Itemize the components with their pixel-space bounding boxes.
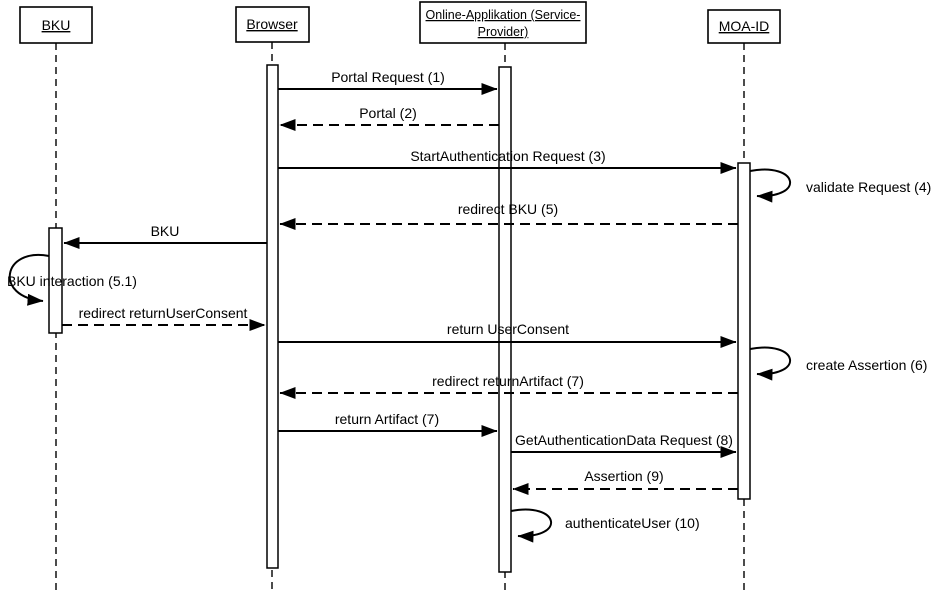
participant-moa-id-label: MOA-ID — [719, 18, 770, 34]
participant-moa-id: MOA-ID — [707, 9, 781, 44]
participant-browser-box — [235, 6, 310, 43]
label-create-assertion: create Assertion (6) — [806, 357, 927, 373]
arrow-bku-interaction-self-loop — [8, 253, 50, 306]
participant-online-applikation: Online-Applikation (Service- Provider) — [419, 1, 587, 44]
browser-activation-bar — [266, 64, 279, 569]
participant-online-applikation-label-line1: Online-Applikation (Service- — [426, 8, 581, 22]
arrow-validate-request-self-loop — [749, 168, 791, 203]
participant-online-applikation-box — [419, 1, 587, 44]
label-start-authentication-request: StartAuthentication Request (3) — [410, 148, 605, 164]
label-return-user-consent: return UserConsent — [447, 321, 569, 337]
participant-online-applikation-label-line2: Provider) — [478, 25, 529, 39]
label-portal: Portal (2) — [359, 105, 417, 121]
participant-moa-id-box — [707, 9, 781, 44]
label-authenticate-user: authenticateUser (10) — [565, 515, 700, 531]
label-bku: BKU — [151, 223, 180, 239]
label-return-artifact: return Artifact (7) — [335, 411, 439, 427]
label-redirect-return-artifact: redirect returnArtifact (7) — [432, 373, 584, 389]
arrow-create-assertion-self-loop — [749, 346, 791, 381]
label-assertion: Assertion (9) — [584, 468, 663, 484]
participant-browser-label: Browser — [246, 16, 298, 32]
label-redirect-return-user-consent: redirect returnUserConsent — [79, 305, 248, 321]
label-portal-request: Portal Request (1) — [331, 69, 445, 85]
online-applikation-activation-bar — [498, 66, 512, 573]
label-redirect-bku: redirect BKU (5) — [458, 201, 558, 217]
bku-activation-bar — [48, 227, 63, 334]
participant-bku: BKU — [19, 6, 93, 44]
label-bku-interaction: BKU interaction (5.1) — [7, 273, 137, 289]
participant-browser: Browser — [235, 6, 310, 43]
participant-bku-box — [19, 6, 93, 44]
participant-bku-label: BKU — [42, 17, 71, 33]
moa-id-activation-bar — [737, 162, 751, 500]
label-get-authentication-data-request: GetAuthenticationData Request (8) — [515, 432, 733, 448]
arrow-authenticate-user-self-loop — [510, 508, 552, 543]
label-validate-request: validate Request (4) — [806, 179, 931, 195]
